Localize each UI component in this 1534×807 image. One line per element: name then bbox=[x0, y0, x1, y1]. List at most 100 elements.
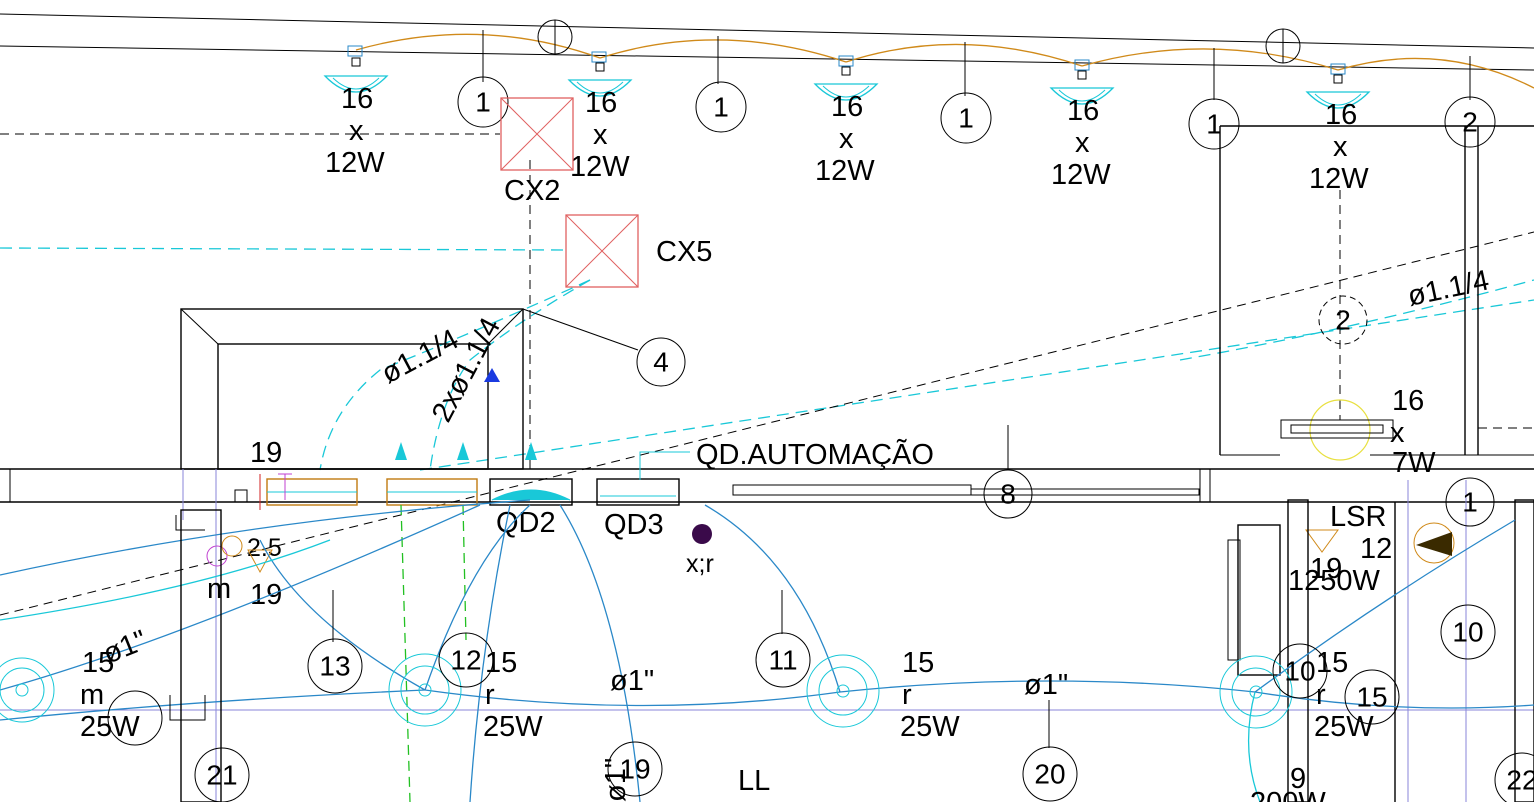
luminaire-3 bbox=[813, 55, 879, 101]
small-label: 1250W bbox=[1288, 565, 1381, 597]
circuit-tag-label: 21 bbox=[206, 760, 237, 791]
downlight bbox=[388, 653, 462, 727]
circuit-tag-label: 1 bbox=[475, 87, 491, 118]
box-cx2-label: CX2 bbox=[504, 175, 560, 207]
circuit-tag: 10 bbox=[1272, 643, 1328, 699]
switch-icon bbox=[1305, 529, 1339, 553]
circuit-tag: 1 bbox=[940, 92, 992, 144]
circuit-tag: 11 bbox=[755, 632, 811, 688]
downlight bbox=[0, 657, 55, 723]
conduit-label: ø1" bbox=[1024, 669, 1068, 701]
panel-left bbox=[386, 478, 478, 506]
circuit-tag: 4 bbox=[636, 337, 686, 387]
circuit-tag: 15 bbox=[1344, 669, 1400, 725]
circuit-tag: 1 bbox=[457, 76, 509, 128]
downlight-4-sym: r bbox=[1316, 679, 1326, 711]
luminaire-2 bbox=[567, 51, 633, 97]
downlight-1-power: 25W bbox=[80, 711, 140, 743]
circuit-tag-label: 13 bbox=[319, 651, 350, 682]
small-label: 19 bbox=[250, 579, 282, 611]
circuit-tag: 13 bbox=[307, 638, 363, 694]
circuit-tag-label: 22 bbox=[1506, 765, 1534, 796]
circuit-tag: 19 bbox=[607, 741, 663, 797]
luminaire-1-qty: 16 bbox=[341, 83, 373, 115]
switch-icon bbox=[221, 535, 243, 557]
junction-box-cx2 bbox=[500, 97, 574, 171]
luminaire-5-sym: x bbox=[1333, 131, 1348, 163]
downlight-4-power: 25W bbox=[1314, 711, 1374, 743]
circuit-tag-label: 1 bbox=[1462, 487, 1478, 518]
downlight-1-qty: 15 bbox=[82, 647, 114, 679]
panel-qd3 bbox=[596, 478, 680, 506]
conduit-label: ø1.1/4 bbox=[1405, 264, 1492, 312]
circuit-tag-label: 20 bbox=[1034, 759, 1065, 790]
downlight-3-sym: r bbox=[902, 679, 912, 711]
direction-arrow bbox=[484, 368, 500, 382]
luminaire-5-power: 12W bbox=[1309, 163, 1369, 195]
circuit-tag: 2 bbox=[1444, 96, 1496, 148]
panel-qd2 bbox=[489, 478, 573, 506]
circuit-tag: 22 bbox=[1494, 752, 1534, 807]
downlight-3-power: 25W bbox=[900, 711, 960, 743]
circuit-tag: 20 bbox=[1022, 746, 1078, 802]
circuit-tag-label: 19 bbox=[619, 754, 650, 785]
luminaire-1-sym: x bbox=[349, 115, 364, 147]
circuit-tag-label: 8 bbox=[1000, 479, 1016, 510]
circuit-tag: 21 bbox=[194, 747, 250, 803]
switch-point bbox=[692, 524, 712, 544]
circuit-tag: 2 bbox=[1318, 295, 1368, 345]
downlight-3-qty: 15 bbox=[902, 647, 934, 679]
luminaire-3-power: 12W bbox=[815, 155, 875, 187]
linear-luminaire bbox=[1280, 399, 1394, 461]
luminaire-2-qty: 16 bbox=[585, 87, 617, 119]
tag-leaders bbox=[482, 30, 1471, 100]
small-label: 12 bbox=[1360, 533, 1392, 565]
circuit-tag: 1 bbox=[1445, 477, 1495, 527]
grid-lines bbox=[0, 469, 1534, 802]
downlight-2-power: 25W bbox=[483, 711, 543, 743]
downlight bbox=[806, 654, 880, 728]
luminaire-4-power: 12W bbox=[1051, 159, 1111, 191]
cyan-arrows bbox=[395, 442, 537, 803]
circuit-tag-label: 1 bbox=[1206, 109, 1222, 140]
downlight-2-qty: 15 bbox=[485, 647, 517, 679]
luminaire-3-sym: x bbox=[839, 123, 854, 155]
circuit-tag-label: 1 bbox=[958, 103, 974, 134]
small-label: 19 bbox=[1310, 553, 1342, 585]
circuit-tag: 1 bbox=[695, 81, 747, 133]
conduit-label: ø1" bbox=[610, 665, 654, 697]
luminaire-5 bbox=[1305, 63, 1371, 109]
downlight-4-qty: 15 bbox=[1316, 647, 1348, 679]
switch-icon bbox=[247, 549, 273, 574]
luminaire-1-power: 12W bbox=[325, 147, 385, 179]
luminaire-right-sym: x bbox=[1390, 417, 1405, 449]
panel-19 bbox=[266, 478, 358, 506]
circuit-wiring bbox=[0, 499, 1534, 803]
right-room bbox=[1219, 125, 1534, 456]
luminaire-4-qty: 16 bbox=[1067, 95, 1099, 127]
corridor-wall bbox=[0, 425, 1534, 503]
top-wall bbox=[0, 13, 1534, 135]
panel-automacao-label: QD.AUTOMAÇÃO bbox=[696, 437, 934, 471]
door-frames bbox=[1227, 499, 1534, 803]
panel-qd2-label: QD2 bbox=[496, 507, 556, 539]
downlight-1-sym: m bbox=[80, 679, 104, 711]
switch-label: x;r bbox=[686, 550, 714, 578]
circuit-tag-label: 4 bbox=[653, 347, 669, 378]
left-wall-detail bbox=[169, 473, 292, 803]
motor-icon bbox=[1413, 522, 1455, 564]
luminaire-4-sym: x bbox=[1075, 127, 1090, 159]
luminaire-2-sym: x bbox=[593, 119, 608, 151]
circuit-tag: 12 bbox=[438, 632, 494, 688]
circuit-tag: 8 bbox=[983, 469, 1033, 519]
luminaire-1 bbox=[323, 45, 389, 93]
circuit-tag-label: 10 bbox=[1284, 656, 1315, 687]
circuit-tag-label: 10 bbox=[1452, 617, 1483, 648]
small-label: LSR bbox=[1330, 501, 1386, 533]
switch-icon bbox=[206, 545, 228, 567]
small-label: 200W bbox=[1250, 787, 1326, 802]
junction-box-cx5 bbox=[565, 214, 639, 288]
panel-19-label: 19 bbox=[250, 437, 282, 469]
